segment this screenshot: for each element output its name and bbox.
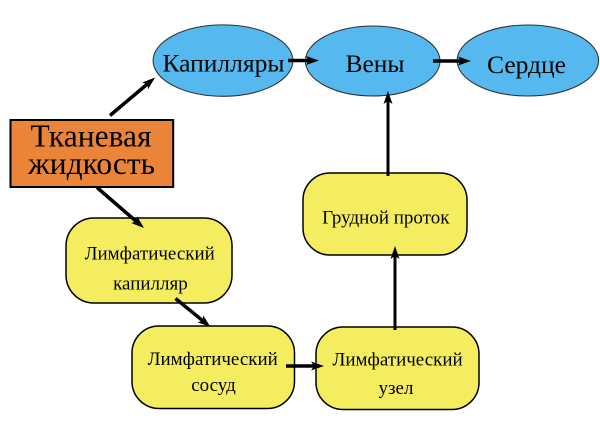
svg-text:Лимфатический: Лимфатический <box>85 244 215 265</box>
svg-text:капилляр: капилляр <box>113 273 188 294</box>
svg-text:Лимфатический: Лимфатический <box>148 349 278 370</box>
svg-text:Сердце: Сердце <box>487 50 566 79</box>
svg-text:Тканевая: Тканевая <box>30 119 151 154</box>
svg-text:узел: узел <box>379 378 414 399</box>
svg-text:жидкость: жидкость <box>27 146 155 181</box>
svg-text:Лимфатический: Лимфатический <box>332 350 462 371</box>
svg-text:Капилляры: Капилляры <box>162 48 284 77</box>
svg-text:сосуд: сосуд <box>191 375 236 396</box>
svg-text:Грудной проток: Грудной проток <box>322 207 450 228</box>
svg-text:Вены: Вены <box>345 49 404 78</box>
